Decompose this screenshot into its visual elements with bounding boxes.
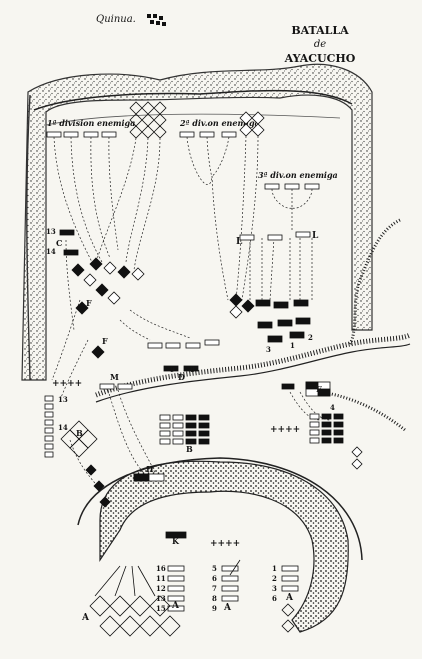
- unit-h: [133, 473, 165, 482]
- label-a-right: A: [285, 593, 294, 603]
- map-letters: C L L F F M D B B E H K A A A A: [56, 231, 322, 623]
- reserve-right-num-1: 1: [272, 564, 277, 573]
- label-k: K: [172, 536, 180, 546]
- reserve-left-num-3: 12: [156, 584, 166, 593]
- patriot-block-b: [159, 414, 210, 445]
- label-b-left: B: [76, 428, 83, 438]
- label-c: C: [56, 238, 62, 248]
- enemy-center-units: [239, 231, 311, 343]
- reserve-numbers: 16 11 12 13 15 5 6 7 8 9 1 2 3 6: [156, 564, 277, 613]
- enemy-division-1-label: 1ª division enemiga: [47, 118, 135, 128]
- reserve-k: [165, 531, 187, 539]
- reserve-right-num-2: 2: [272, 574, 277, 583]
- num-13b: 13: [58, 395, 68, 404]
- bottom-lattice: [89, 559, 295, 637]
- num-9: 9: [170, 365, 175, 374]
- label-h: H: [146, 464, 154, 474]
- enemy-mid-line: [99, 339, 220, 390]
- label-e: E: [316, 384, 322, 394]
- num-4: 4: [330, 403, 335, 412]
- map-title-line3: AYACUCHO: [284, 52, 356, 65]
- cross-markers: ++++ ++++ ++++: [52, 379, 300, 549]
- label-d: D: [178, 372, 185, 382]
- num-1: 1: [290, 341, 295, 350]
- quinua-village-icon: [147, 14, 166, 26]
- label-a-bottom-left: A: [171, 601, 180, 611]
- reserve-mid-num-5: 9: [212, 604, 217, 613]
- reserve-right-num-3: 3: [272, 584, 277, 593]
- label-f-upper: F: [86, 298, 92, 308]
- crosses-right: ++++: [270, 425, 300, 435]
- patriot-lattice-b: [60, 420, 111, 508]
- patriot-block-e: [281, 381, 363, 470]
- reserve-mid-num-3: 7: [212, 584, 217, 593]
- reserve-left-num-5: 15: [156, 604, 166, 613]
- crosses-bottom: ++++: [210, 539, 240, 549]
- enemy-division-2-label: 2ª div.on enemiga: [179, 118, 260, 128]
- march-lines: [51, 135, 331, 491]
- num-8: 8: [190, 365, 195, 374]
- reserve-mid-num-4: 8: [212, 594, 217, 603]
- label-m: M: [110, 372, 119, 382]
- reserve-mid-num-2: 6: [212, 574, 217, 583]
- num-3: 3: [266, 345, 271, 354]
- enemy-division-1-units: [46, 131, 117, 138]
- place-quinua: Quinua.: [96, 14, 136, 25]
- label-b-block: B: [186, 444, 193, 454]
- enemy-division-1-columns: [129, 101, 167, 139]
- mountain-ridge: [21, 63, 373, 381]
- num-14a: 14: [46, 247, 56, 256]
- label-a-far-left: A: [81, 613, 90, 623]
- bottom-hill: [77, 457, 363, 633]
- label-f-lower: F: [102, 336, 108, 346]
- reserve-right-num-4: 6: [272, 594, 277, 603]
- enemy-division-3-label: 3ª div.on enemiga: [258, 170, 338, 180]
- enemy-division-2-units: [179, 111, 265, 138]
- reserve-left-num-1: 16: [156, 564, 166, 573]
- units-f: [75, 301, 105, 359]
- label-l-left: L: [236, 237, 243, 247]
- num-14b: 14: [58, 423, 68, 432]
- num-13a: 13: [46, 227, 56, 236]
- map-title-line2: de: [314, 39, 326, 50]
- left-units: [44, 229, 79, 458]
- map-title-line1: BATALLA: [291, 24, 349, 37]
- reserve-left-num-2: 11: [156, 574, 166, 583]
- reserve-rows: [167, 565, 299, 612]
- num-2: 2: [308, 333, 313, 342]
- crosses-left: ++++: [52, 379, 82, 389]
- enemy-diagonal-columns: [71, 257, 255, 319]
- label-a-mid: A: [223, 603, 232, 613]
- label-l-right: L: [312, 231, 319, 241]
- map-numbers: 13 14 13 14 9 8 2 3 1 4: [46, 227, 335, 432]
- reserve-mid-num-1: 5: [212, 564, 217, 573]
- reserve-left-num-4: 13: [156, 594, 166, 603]
- enemy-division-3-units: [264, 183, 320, 190]
